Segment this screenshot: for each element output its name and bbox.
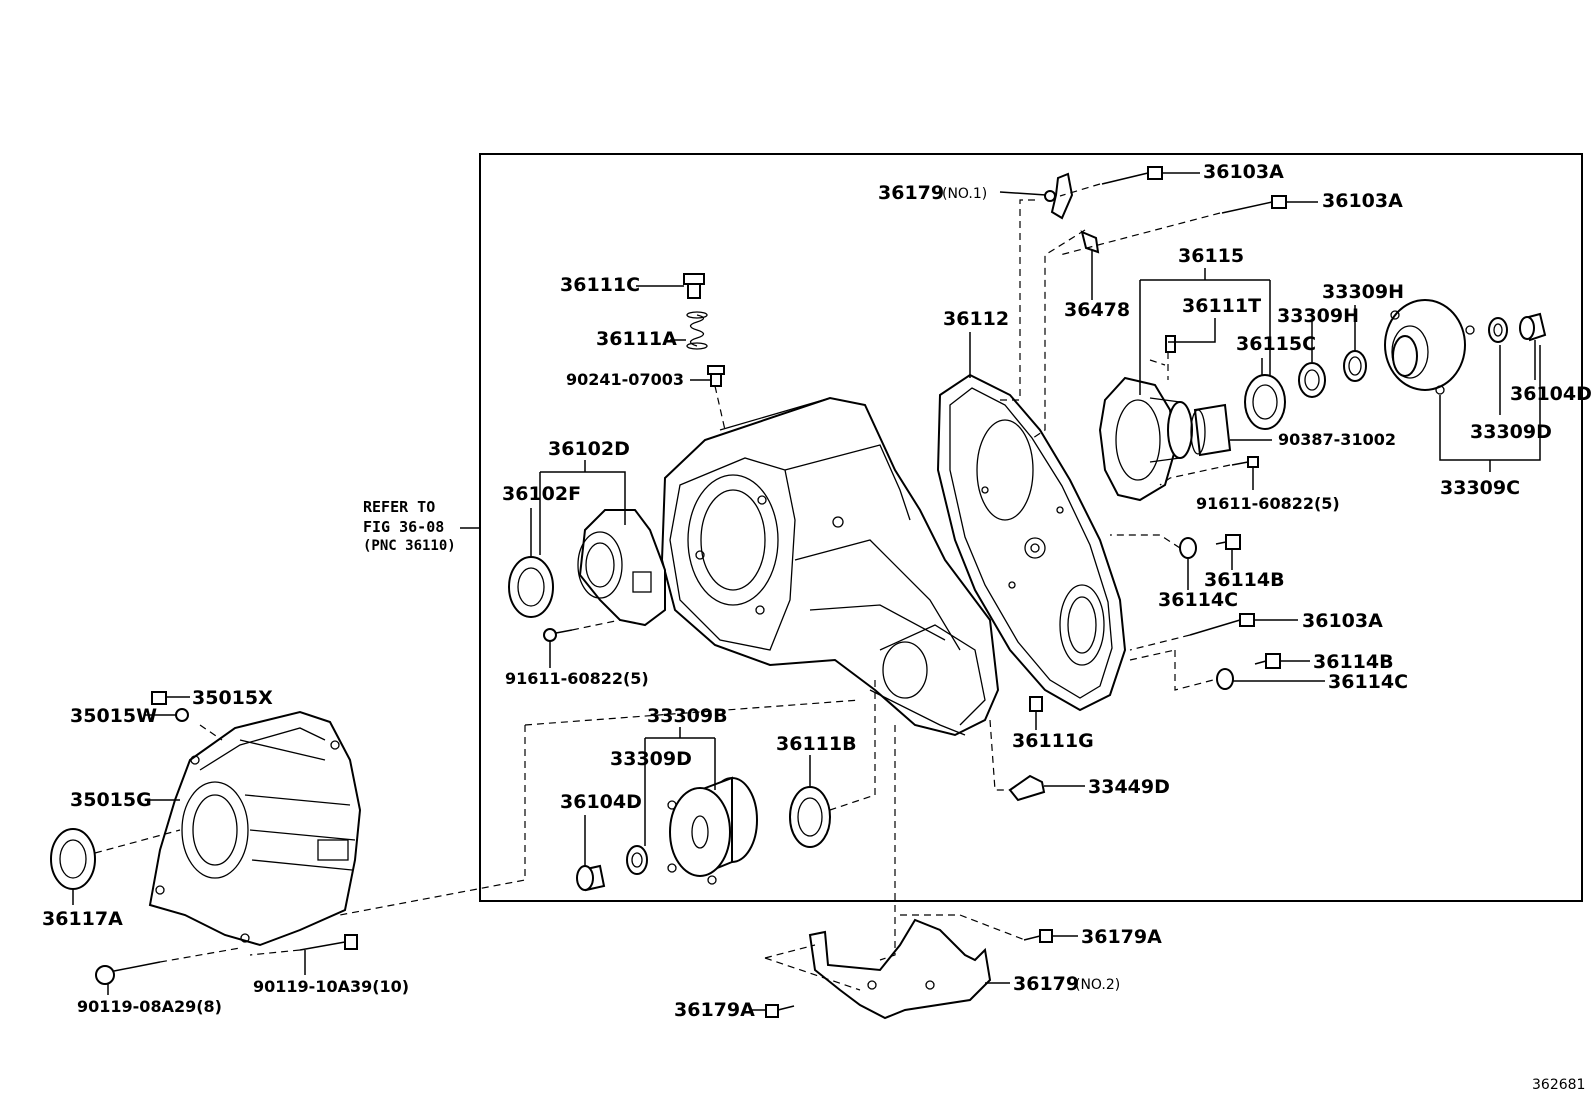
- label-36102D: 36102D: [548, 438, 630, 460]
- label-36179-no1: (NO.1): [942, 186, 987, 202]
- ring-33309H-b: [1343, 350, 1367, 382]
- washer-36114C-a: [1179, 537, 1197, 559]
- label-33309H-2: 33309H: [1277, 305, 1359, 327]
- label-33309B: 33309B: [647, 705, 728, 727]
- rear-extension-36115: [1098, 335, 1232, 502]
- bolt-36103A-mid: [1189, 613, 1255, 636]
- gasket-35015W: [175, 708, 189, 722]
- callout-labels: 36103A 36103A 36179 (NO.1) 36478 36115 3…: [42, 161, 1592, 1021]
- label-36111T: 36111T: [1182, 295, 1261, 317]
- label-90387: 90387-31002: [1278, 430, 1396, 449]
- label-36179A-1: 36179A: [1081, 926, 1162, 948]
- washer-33309D-left: [626, 845, 648, 875]
- label-36179-no2: (NO.2): [1075, 977, 1120, 993]
- rear-flange-33309C: [1384, 299, 1475, 395]
- label-90119-08: 90119-08A29(8): [77, 997, 222, 1016]
- label-36114C-1: 36114C: [1158, 589, 1238, 611]
- label-36102F: 36102F: [502, 483, 581, 505]
- bolt-90119-10A39: [299, 934, 358, 951]
- label-36478: 36478: [1064, 299, 1130, 321]
- bolt-36114B-a: [1215, 534, 1241, 550]
- bolt-90119-08A29: [95, 961, 161, 985]
- label-36117A: 36117A: [42, 908, 123, 930]
- refer-line-1: REFER TO: [363, 498, 435, 516]
- bolt-36103A-top2: [1221, 195, 1287, 214]
- label-36104D-1: 36104D: [1510, 383, 1592, 405]
- label-91611-1: 91611-60822(5): [1196, 494, 1340, 513]
- washer-36114C-b: [1216, 668, 1234, 690]
- switch-33449D: [1008, 774, 1046, 802]
- spring-36111A: [686, 311, 708, 350]
- refer-note: REFER TO FIG 36-08 (PNC 36110): [363, 498, 456, 554]
- washer-33309D-right: [1488, 317, 1508, 343]
- refer-line-2: FIG 36-08: [363, 518, 444, 536]
- label-90119-10: 90119-10A39(10): [253, 977, 409, 996]
- diagram-number: 362681: [1532, 1077, 1585, 1093]
- plug-90241: [707, 365, 725, 387]
- assembly-lines: [94, 183, 1231, 991]
- label-36179-b: 36179: [1013, 973, 1079, 995]
- bolt-36179A-left: [765, 1004, 795, 1018]
- front-flange-33309B: [667, 776, 758, 885]
- label-91611-2: 91611-60822(5): [505, 669, 649, 688]
- clip-36478: [1080, 230, 1100, 254]
- ring-33309H-a: [1298, 362, 1326, 398]
- bolt-36103A-top1: [1101, 166, 1163, 185]
- bolt-91611-right: [1231, 456, 1259, 468]
- label-35015G: 35015G: [70, 789, 152, 811]
- leader-lines: [72, 172, 1541, 1011]
- label-36179A-2: 36179A: [674, 999, 755, 1021]
- oil-seal-36117A: [50, 828, 96, 890]
- label-35015X: 35015X: [192, 687, 273, 709]
- label-35015W: 35015W: [70, 705, 157, 727]
- label-36111A: 36111A: [596, 328, 677, 350]
- pin-36111G: [1029, 696, 1043, 712]
- bolt-91611-left: [543, 628, 573, 642]
- label-36103A-1: 36103A: [1203, 161, 1284, 183]
- label-33309D-2: 33309D: [610, 748, 692, 770]
- bolt-36179A-right: [1023, 929, 1053, 943]
- plug-35015X: [151, 691, 167, 705]
- label-36114C-2: 36114C: [1328, 671, 1408, 693]
- nut-36104D-left: [576, 864, 606, 892]
- label-36103A-2: 36103A: [1322, 190, 1403, 212]
- label-36114B-2: 36114B: [1313, 651, 1394, 673]
- label-33309C: 33309C: [1440, 477, 1520, 499]
- label-90241: 90241-07003: [566, 370, 684, 389]
- label-36103A-3: 36103A: [1302, 610, 1383, 632]
- bearing-36115C: [1244, 374, 1286, 430]
- bracket-36179-no2: [808, 918, 992, 1020]
- label-36115: 36115: [1178, 245, 1244, 267]
- bracket-36179-no1: [1044, 172, 1074, 220]
- label-33309H-1: 33309H: [1322, 281, 1404, 303]
- label-36104D-2: 36104D: [560, 791, 642, 813]
- label-36111C: 36111C: [560, 274, 640, 296]
- plug-36111C: [683, 273, 705, 299]
- label-33309D-1: 33309D: [1470, 421, 1552, 443]
- bolt-36114B-b: [1254, 653, 1281, 669]
- label-36114B-1: 36114B: [1204, 569, 1285, 591]
- front-retainer-36102D: [577, 509, 666, 627]
- label-36111B: 36111B: [776, 733, 857, 755]
- label-33449D: 33449D: [1088, 776, 1170, 798]
- oil-seal-36102F: [508, 556, 554, 618]
- refer-line-3: (PNC 36110): [363, 538, 456, 554]
- oil-seal-36111B: [789, 786, 831, 848]
- label-36112: 36112: [943, 308, 1009, 330]
- case-cover-36112: [936, 373, 1127, 712]
- bell-housing-35015G: [148, 710, 362, 947]
- label-36115C: 36115C: [1236, 333, 1316, 355]
- nut-36104D-right: [1519, 312, 1547, 342]
- label-36179: 36179: [878, 182, 944, 204]
- transfer-case-housing: [660, 396, 1000, 737]
- label-36111G: 36111G: [1012, 730, 1094, 752]
